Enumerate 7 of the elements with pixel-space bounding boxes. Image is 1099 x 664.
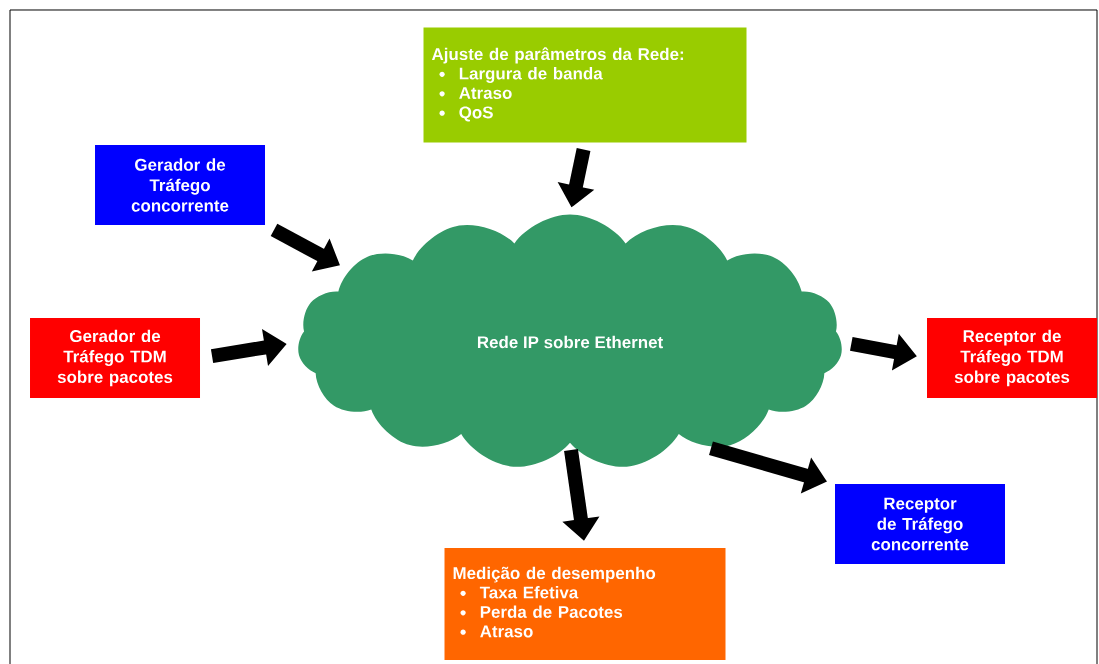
process-box: Gerador de Tráfego TDM sobre pacotes [30,318,200,398]
process-box: Receptor de Tráfego concorrente [835,484,1005,564]
info-box: Medição de desempenho Taxa Efetiva Perda de Pacotes Atraso [444,548,726,660]
info-box: Ajuste de parâmetros da Rede: Largura de banda Atraso QoS [423,27,747,143]
process-box: Gerador de Tráfego concorrente [95,145,265,225]
network-cloud: Rede IP sobre Ethernet [298,214,842,467]
process-box: Receptor de Tráfego TDM sobre pacotes [927,318,1097,398]
